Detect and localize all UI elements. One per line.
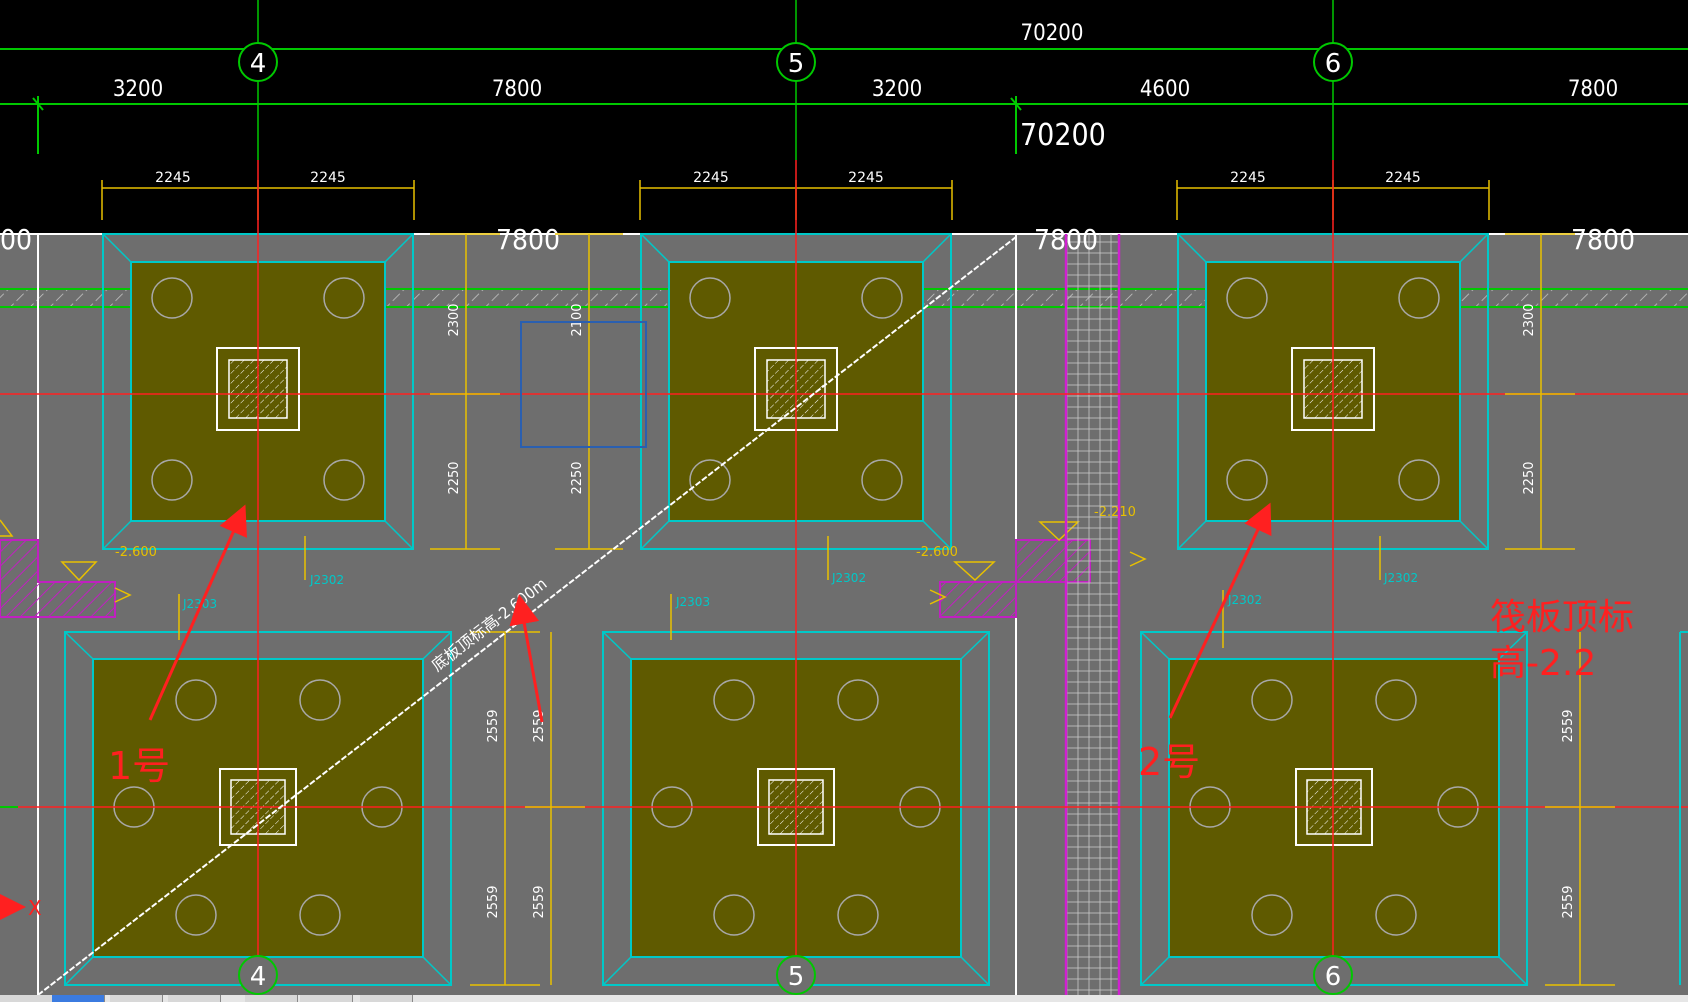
mid-overall-dim: 70200 [1020, 118, 1106, 153]
cap-tag: J2302 [1227, 593, 1262, 607]
elevation-text: -2.600 [115, 545, 157, 560]
vdim-text: 2100 [570, 303, 585, 336]
span-dim-5: 7800 [1568, 77, 1618, 102]
vdim-text: 2559 [532, 885, 547, 918]
span-label: 00 [0, 223, 32, 256]
vdim-text: 2559 [1561, 885, 1576, 918]
cap-tag: J2302 [831, 571, 866, 585]
svg-text:5: 5 [788, 962, 805, 992]
header-band [0, 0, 1688, 234]
cap-tag: J2302 [1383, 571, 1418, 585]
pile-half-dim: 2245 [1230, 170, 1266, 186]
svg-text:6: 6 [1325, 49, 1342, 79]
vertical-grid-strip [1066, 234, 1119, 995]
span-dim-3: 3200 [872, 77, 922, 102]
svg-text:4: 4 [250, 962, 267, 992]
vdim-text: 2559 [486, 885, 501, 918]
layout-tab[interactable] [300, 995, 353, 1002]
annotation-label-1: 1号 [108, 744, 170, 788]
span-label: 7800 [1034, 223, 1098, 256]
span-dim-2: 7800 [492, 77, 542, 102]
layout-tab[interactable] [360, 995, 413, 1002]
vdim-text: 2559 [1561, 709, 1576, 742]
layout-tab[interactable] [168, 995, 221, 1002]
vertical-dims [178, 233, 1615, 986]
svg-text:5: 5 [788, 49, 805, 79]
vdim-text: 2300 [447, 303, 462, 336]
pile-half-dim: 2245 [848, 170, 884, 186]
pile-half-dim: 2245 [693, 170, 729, 186]
vdim-text: 2250 [447, 461, 462, 494]
svg-text:6: 6 [1325, 962, 1342, 992]
vdim-text: 2559 [486, 709, 501, 742]
vdim-text: 2300 [1522, 303, 1537, 336]
raft-note-line2: 高-2.2 [1490, 643, 1596, 684]
grid-bubble-5-bottom[interactable]: 5 [776, 955, 816, 995]
pile-half-dim: 2245 [1385, 170, 1421, 186]
vdim-text: 2250 [570, 461, 585, 494]
step-hatch-left [0, 539, 116, 618]
elevation-text: -2.600 [916, 545, 958, 560]
svg-text:4: 4 [250, 49, 267, 79]
layout-tab[interactable] [52, 995, 105, 1002]
status-bar [0, 995, 1688, 1002]
vdim-text: 2250 [1522, 461, 1537, 494]
overall-dim-text: 70200 [1021, 21, 1084, 46]
grid-bubble-4-bottom[interactable]: 4 [238, 955, 278, 995]
pile-half-dim: 2245 [155, 170, 191, 186]
annotation-arrows [148, 502, 1272, 723]
grid-bubble-6-top[interactable]: 6 [1313, 42, 1353, 82]
cap-tag: J2303 [182, 597, 217, 611]
vdim-text: 2559 [532, 709, 547, 742]
cap-tag: J2302 [309, 573, 344, 587]
selection-box[interactable] [520, 321, 647, 448]
grid-bubble-5-top[interactable]: 5 [776, 42, 816, 82]
span-label: 7800 [496, 223, 560, 256]
grid-bubble-4-top[interactable]: 4 [238, 42, 278, 82]
layout-tab[interactable] [0, 995, 53, 1002]
layout-tab[interactable] [110, 995, 163, 1002]
annotation-label-2: 2号 [1138, 740, 1200, 784]
grid-bubble-6-bottom[interactable]: 6 [1313, 955, 1353, 995]
span-dim-1: 3200 [113, 77, 163, 102]
raft-note-line1: 筏板顶标 [1490, 597, 1634, 638]
cap-tag: J2303 [675, 595, 710, 609]
span-label: 7800 [1571, 223, 1635, 256]
span-dim-4: 4600 [1140, 77, 1190, 102]
pile-half-dim: 2245 [310, 170, 346, 186]
ucs-x-label: X [28, 896, 42, 920]
pile-cap-lower-6[interactable] [1140, 631, 1528, 986]
dim-tick [32, 97, 44, 111]
axis-lines [0, 160, 1688, 995]
layout-tab[interactable] [245, 995, 298, 1002]
dim-tick [1010, 97, 1022, 111]
